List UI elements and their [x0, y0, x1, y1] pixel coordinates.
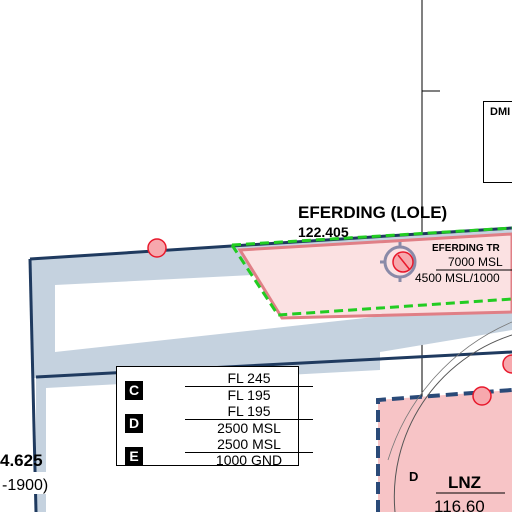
airspace-e-upper: 2500 MSL: [185, 436, 313, 453]
airfield-icon[interactable]: [380, 242, 417, 282]
ctr-area: [378, 390, 512, 512]
left-frequency-note: -1900): [2, 477, 48, 494]
vor-ident: LNZ: [448, 473, 481, 492]
eferding-tra-area: [237, 232, 512, 320]
airspace-class-d-badge: D: [125, 414, 143, 433]
waypoint-icon[interactable]: [502, 354, 512, 374]
airspace-c-upper: FL 245: [185, 370, 313, 387]
vor-compass-arc-outer: [387, 321, 512, 461]
tma-border-left: [28, 258, 38, 512]
airfield-frequency: 122.405: [298, 224, 349, 240]
dmi-label-box: DMI: [483, 101, 512, 183]
ctr-border: [376, 388, 512, 512]
airspace-class-c-badge: C: [125, 381, 143, 400]
danger-area-border: [230, 226, 512, 317]
vor-frequency: 116.60: [434, 497, 485, 512]
airspace-d-lower: 2500 MSL: [217, 420, 281, 436]
left-note-bg: [0, 472, 60, 494]
vor-compass-arc: [393, 334, 512, 512]
ctr-class-label: D: [409, 469, 419, 484]
airspace-class-e-badge: E: [125, 447, 143, 466]
tra-upper-limit: 7000 MSL: [448, 255, 503, 269]
airspace-d-upper: FL 195: [185, 403, 313, 420]
airspace-e-lower: 1000 GND: [215, 452, 283, 468]
dmi-label: DMI: [490, 106, 511, 118]
tma-border-mid: [35, 350, 512, 379]
waypoint-icon[interactable]: [147, 238, 167, 258]
waypoint-icon[interactable]: [472, 386, 492, 406]
airspace-classes-legend: C FL 245 FL 195 D FL 195 2500 MSL E 2500…: [116, 366, 313, 468]
tra-label: EFERDING TR: [432, 243, 501, 254]
airspace-c-lower: FL 195: [227, 387, 271, 403]
left-frequency: 4.625: [0, 451, 43, 470]
airfield-name: EFERDING (LOLE): [298, 203, 447, 222]
tra-lower-limit: 4500 MSL/1000: [415, 271, 500, 285]
